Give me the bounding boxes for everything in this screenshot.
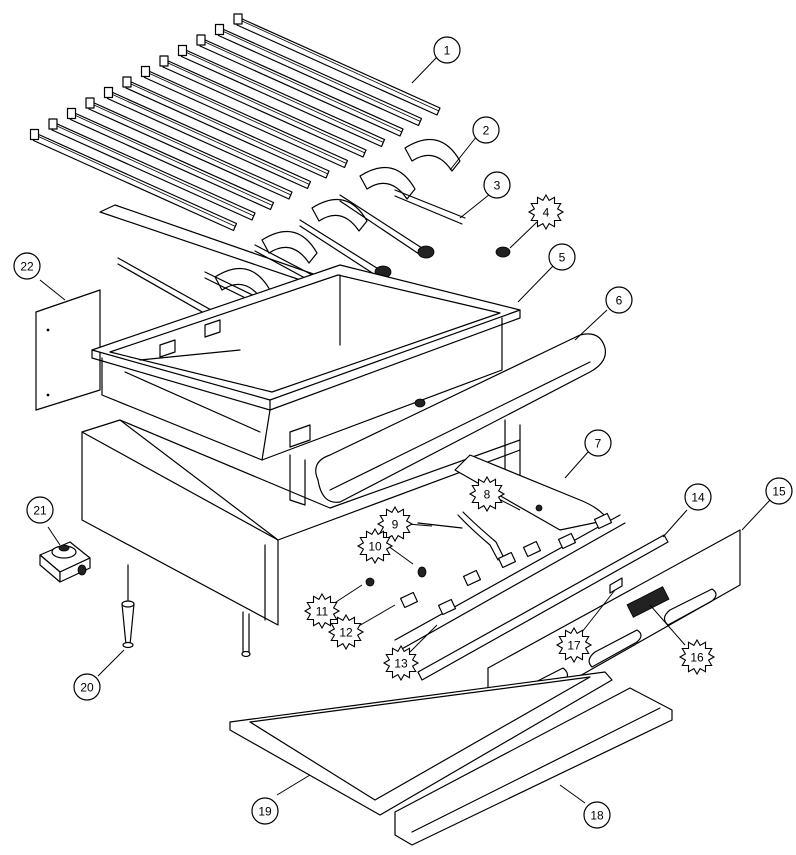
- callout-star: [468, 475, 506, 513]
- callout-number: 21: [33, 504, 47, 518]
- side-panel: [35, 289, 101, 411]
- callout-number: 22: [20, 260, 34, 274]
- callout-20: 20: [73, 673, 101, 701]
- callout-star: [678, 638, 716, 676]
- callout-7: 7: [584, 429, 612, 457]
- callout-21: 21: [26, 496, 54, 524]
- callout-number: 4: [543, 206, 550, 220]
- callout-number: 9: [392, 518, 399, 532]
- callout-3: 3: [483, 171, 511, 199]
- callout-number: 1: [444, 44, 451, 58]
- top-grates: [29, 13, 441, 232]
- callout-22: 22: [13, 252, 41, 280]
- callout-number: 19: [258, 805, 272, 819]
- callout-circle: [765, 477, 793, 505]
- callout-8: 8: [468, 475, 506, 513]
- callout-number: 11: [316, 605, 329, 619]
- callout-circle: [684, 483, 712, 511]
- callout-circle: [26, 496, 54, 524]
- callout-number: 8: [484, 488, 491, 502]
- callout-circle: [583, 801, 611, 829]
- callout-19: 19: [251, 797, 279, 825]
- callout-18: 18: [583, 801, 611, 829]
- burner-cover: [315, 333, 607, 503]
- firebox-frame: [91, 264, 521, 461]
- radiant-deflectors: [99, 139, 461, 301]
- callout-13: 13: [382, 644, 420, 682]
- callout-10: 10: [356, 527, 394, 565]
- callout-6: 6: [605, 286, 633, 314]
- callout-number: 15: [772, 485, 786, 499]
- callout-17: 17: [555, 626, 593, 664]
- callout-number: 13: [394, 657, 408, 671]
- callout-number: 6: [616, 294, 623, 308]
- callout-16: 16: [678, 638, 716, 676]
- callout-number: 12: [339, 626, 353, 640]
- callout-star: [376, 505, 414, 543]
- callout-circle: [605, 286, 633, 314]
- callout-5: 5: [548, 243, 576, 271]
- callout-number: 5: [559, 251, 566, 265]
- callout-circle: [548, 243, 576, 271]
- grease-tray: [394, 687, 673, 846]
- front-rail: [417, 534, 669, 681]
- callout-circle: [433, 36, 461, 64]
- callout-4: 4: [527, 193, 565, 231]
- callout-star: [382, 644, 420, 682]
- callout-number: 7: [595, 437, 602, 451]
- callout-15: 15: [765, 477, 793, 505]
- callout-circle: [251, 797, 279, 825]
- callout-star: [327, 613, 365, 651]
- callout-number: 14: [691, 491, 705, 505]
- callout-star: [356, 527, 394, 565]
- callout-1: 1: [433, 36, 461, 64]
- callout-9: 9: [376, 505, 414, 543]
- drip-tray: [229, 671, 613, 816]
- callout-star: [303, 592, 341, 630]
- callout-11: 11: [303, 592, 341, 630]
- callout-number: 10: [368, 540, 382, 554]
- callout-circle: [13, 252, 41, 280]
- body-cabinet: [81, 419, 521, 658]
- callout-number: 2: [483, 124, 490, 138]
- gas-regulator: [39, 541, 91, 583]
- callout-number: 18: [590, 809, 604, 823]
- callout-2: 2: [472, 116, 500, 144]
- callout-circle: [483, 171, 511, 199]
- callout-star: [555, 626, 593, 664]
- manifold-assembly: [365, 454, 626, 651]
- callout-14: 14: [684, 483, 712, 511]
- callout-circle: [472, 116, 500, 144]
- callout-star: [527, 193, 565, 231]
- callout-number: 16: [690, 651, 704, 665]
- callout-number: 17: [567, 639, 581, 653]
- callout-circle: [73, 673, 101, 701]
- callout-circle: [584, 429, 612, 457]
- callout-number: 20: [80, 681, 94, 695]
- callout-number: 3: [494, 179, 501, 193]
- callout-12: 12: [327, 613, 365, 651]
